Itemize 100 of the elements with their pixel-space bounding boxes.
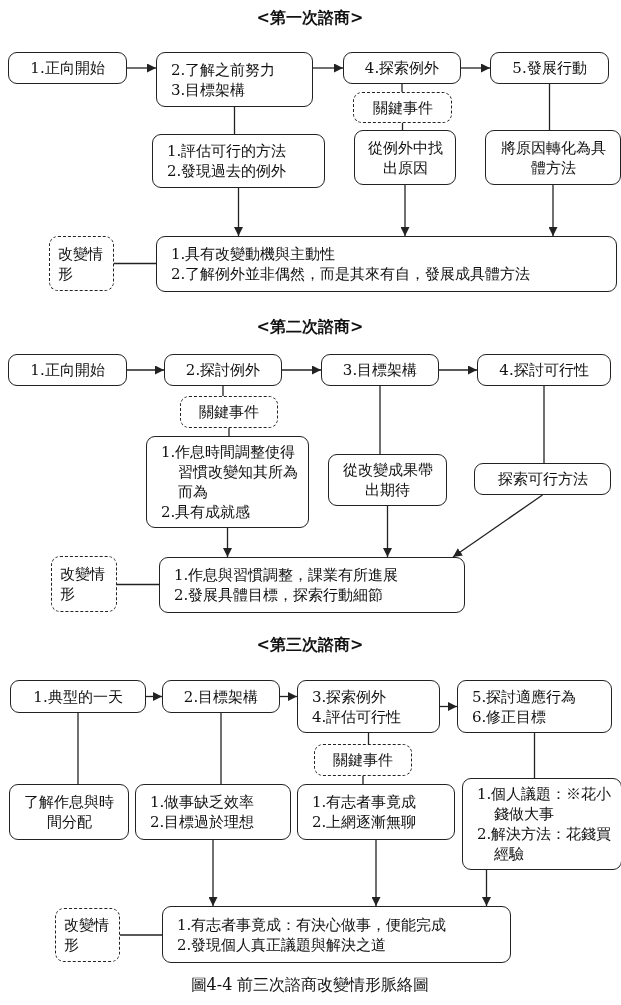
box-text: 關鍵事件 (199, 402, 259, 422)
box-text: 2.目標架構 (183, 686, 259, 707)
box-text: 2.探討例外 (185, 360, 261, 380)
process-box (146, 436, 309, 528)
dashed-box (353, 92, 452, 123)
box-text: 1.有志者事竟成 (312, 792, 417, 812)
connector-line (401, 83, 403, 93)
process-box (156, 236, 617, 292)
process-box (477, 354, 611, 386)
arrow (126, 63, 157, 73)
arrow (223, 527, 232, 558)
process-box (8, 354, 127, 386)
figure-caption: 圖4-4 前三次諮商改變情形脈絡圖 (190, 975, 430, 996)
box-text: 1.評估可行的方法 (167, 141, 287, 161)
process-box (162, 906, 511, 963)
box-text: 6.修正目標 (472, 706, 547, 727)
arrow (208, 839, 218, 907)
box-text: 1.做事缺乏效率 (150, 792, 255, 812)
process-box (328, 454, 447, 506)
box-text: 探索可行方法 (497, 469, 588, 489)
connector-line (116, 583, 160, 586)
section-heading: <第二次諮商> (256, 317, 364, 338)
arrow (452, 494, 544, 558)
connector-line (77, 712, 79, 785)
process-box (490, 52, 609, 84)
box-text: 3.目標架構 (342, 360, 418, 380)
box-text: 關鍵事件 (333, 750, 393, 770)
box-text: 2.上網逐漸無聊 (312, 812, 417, 832)
arrow (400, 184, 410, 237)
process-box (159, 557, 465, 613)
connector-line (222, 385, 224, 397)
process-box (485, 130, 621, 185)
connector-line (228, 427, 230, 437)
arrow (281, 365, 322, 375)
box-text: 改變情形 (64, 915, 110, 955)
box-text: 1.個人議題：※花小錢做大事 (477, 784, 613, 824)
connector-line (543, 385, 545, 464)
box-text: 1.具有改變動機與主動性 (171, 244, 336, 264)
process-box (162, 680, 280, 713)
section-heading: <第一次諮商> (256, 8, 364, 29)
arrow (312, 63, 344, 73)
arrow (145, 692, 163, 701)
connector-line (233, 106, 236, 135)
process-box (135, 784, 291, 840)
process-box (152, 134, 325, 188)
box-text: 改變情形 (60, 564, 106, 604)
arrow (279, 692, 298, 701)
box-text: 2.解決方法：花錢買經驗 (477, 824, 613, 864)
process-box (9, 784, 129, 840)
dashed-box (49, 236, 114, 291)
dashed-box (180, 396, 278, 428)
box-text: 3.目標架構 (171, 79, 246, 100)
box-text: 2.發現過去的例外 (167, 161, 287, 181)
process-box (354, 130, 456, 185)
process-box (10, 680, 146, 713)
box-text: 4.探討可行性 (499, 360, 589, 380)
box-text: 2.具有成就感 (161, 502, 251, 522)
dashed-box (55, 908, 120, 962)
box-text: 5.探討適應行為 (472, 686, 577, 707)
connector-line (119, 934, 163, 936)
box-text: 1.正向開始 (30, 360, 105, 380)
connector-line (379, 385, 381, 455)
arrow (482, 869, 491, 907)
box-text: 了解作息與時間分配 (23, 792, 115, 832)
process-box (321, 354, 439, 386)
process-box (457, 680, 612, 733)
dashed-box (314, 744, 412, 776)
box-text: 2.發現個人真正議題與解決之道 (177, 934, 387, 955)
box-text: 4.探索例外 (364, 58, 440, 78)
connector-line (548, 83, 551, 131)
box-text: 關鍵事件 (372, 97, 433, 118)
connector-line (533, 732, 536, 779)
box-text: 1.正向開始 (30, 58, 105, 78)
connector-line (362, 775, 364, 785)
arrow (438, 365, 478, 375)
box-text: 4.評估可行性 (312, 706, 402, 727)
arrow (126, 365, 165, 375)
box-text: 改變情形 (58, 243, 104, 284)
connector-line (220, 712, 222, 785)
process-box (8, 52, 127, 84)
process-box (164, 354, 282, 386)
dashed-box (51, 556, 117, 612)
arrow (371, 839, 381, 907)
arrow (548, 184, 558, 237)
arrow (234, 187, 243, 237)
box-text: 1.作息與習慣調整，課業有所進展 (174, 565, 399, 585)
process-box (474, 463, 611, 495)
arrow (383, 505, 392, 558)
connector-line (113, 262, 157, 265)
process-box (297, 784, 455, 840)
process-box (297, 680, 440, 733)
arrow (439, 702, 458, 711)
section-heading: <第三次諮商> (256, 635, 364, 656)
arrow (460, 63, 491, 73)
process-box (462, 778, 621, 870)
process-box (156, 52, 313, 107)
box-text: 3.探索例外 (312, 686, 387, 707)
box-text: 1.作息時間調整使得習慣改變知其所為而為 (161, 442, 299, 502)
box-text: 2.目標過於理想 (150, 812, 255, 832)
box-text: 1.有志者事竟成：有決心做事，便能完成 (177, 914, 447, 935)
